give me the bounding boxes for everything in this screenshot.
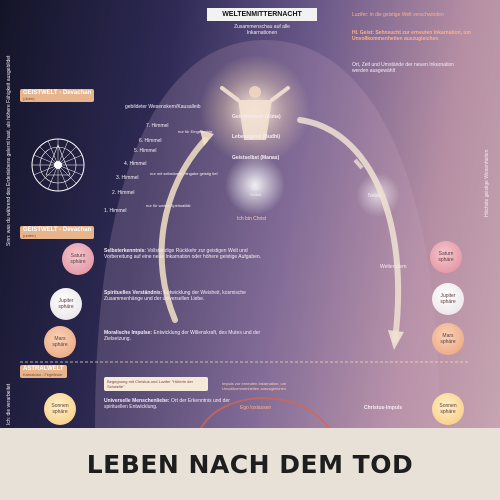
page-title: WELTENMITTERNACHT [222, 11, 302, 18]
text-block-selbsterkenntnis: Selbsterkenntnis: Vollständige Rückkehr … [104, 248, 264, 260]
weltenstern-label: Weltenstern [380, 264, 407, 270]
heaven-3: 3. Himmel [116, 175, 139, 181]
geist-note: Hl. Geist: Sehnsucht zur erneuten Inkarn… [352, 30, 490, 42]
section-sub: (unten) [23, 233, 36, 238]
nebel-label: Nebel [368, 193, 382, 199]
footer-title: LEBEN NACH DEM TOD [86, 449, 414, 479]
background-art [20, 40, 470, 430]
mars-sphere-right: Mars sphäre [432, 323, 464, 355]
ich-bin-christ: Ich bin Christ [237, 216, 267, 222]
christus-impuls-label: Christus-Impuls [364, 405, 403, 411]
zodiac-wheel-icon [31, 138, 85, 192]
geistselbst-label: Geistselbst (Manas) [232, 155, 280, 161]
text-block-body: Entwicklung der Weisheit, kosmische Zusa… [104, 290, 246, 302]
text-block-body: Entwicklung der Willenskraft, des Mutes … [104, 330, 261, 342]
text-block-label: Selbsterkenntnis: [104, 248, 146, 254]
heaven-1: 1. Himmel [104, 208, 127, 214]
text-block-label: Moralische Impulse: [104, 330, 153, 336]
right-vertical-text: Höchste geistige Wesenheiten [484, 149, 490, 217]
geist-note-text: Sehnsucht zur erneuten Inkarnation, um U… [352, 30, 471, 42]
left-arc-arrow [158, 137, 208, 323]
ich-text: ICH [252, 186, 259, 191]
section-sub: Kamaloka - Fegefeuer [23, 372, 63, 377]
section-title: GEISTWELT - Devachan [23, 227, 92, 233]
left-vertical-text: Sinn: was du während des Erdenlebens gel… [6, 55, 12, 246]
heaven-note-2: nur mit selbstloser Hingabe geistig tief [150, 171, 218, 176]
section-astralwelt: ASTRALWELT Kamaloka - Fegefeuer [20, 365, 67, 378]
title-box: WELTENMITTERNACHT [207, 8, 317, 21]
right-arc-arrow [297, 117, 402, 343]
text-block-label: Universelle Menschenliebe: [104, 398, 170, 404]
bottom-arc [199, 397, 331, 430]
section-sub: (oben) [23, 96, 35, 101]
begegnung-box: Begegnung mit Christus und Luzifer "Hüte… [104, 377, 208, 391]
heaven-note-3: nur für wahre Spiritualität [146, 203, 191, 208]
heaven-4: 4. Himmel [124, 161, 147, 167]
saturn-sphere-left: Saturn sphäre [62, 243, 94, 275]
jupiter-sphere-right: Jupiter sphäre [432, 283, 464, 315]
sonnen-sphere-right: Sonnen sphäre [432, 393, 464, 425]
ort-note: Ort, Zeit und Umstände der neuen Inkarna… [352, 62, 455, 74]
left-arc-arrowhead [200, 130, 214, 146]
jupiter-sphere-left: Jupiter sphäre [50, 288, 82, 320]
heaven-2: 2. Himmel [112, 190, 135, 196]
section-geistwelt-oben: GEISTWELT - Devachan (oben) [20, 89, 95, 102]
section-title: GEISTWELT - Devachan [23, 90, 92, 96]
text-block-verstaendnis: Spirituelles Verständnis: Entwicklung de… [104, 290, 264, 302]
saturn-sphere-right: Saturn sphäre [430, 241, 462, 273]
text-block-body: Ort der Erkenntnis und der spirituellen … [104, 398, 230, 410]
section-geistwelt-unten: GEISTWELT - Devachan (unten) [20, 226, 95, 239]
left-vertical-bottom: Ich: die verarbeitet [6, 383, 12, 425]
geistmensch-label: Geistmensch (Atma) [232, 114, 281, 120]
footer-banner: LEBEN NACH DEM TOD [0, 428, 500, 500]
text-block-menschenliebe: Universelle Menschenliebe: Ort der Erken… [104, 398, 254, 410]
page-subtitle: Zusammenschau auf alle Inkarnationen [234, 24, 290, 36]
text-block-body: Vollständige Rückkehr zur geistigen Welt… [104, 248, 262, 260]
ich-sub: Selbst [250, 192, 262, 197]
geist-note-label: Hl. Geist: [352, 30, 374, 36]
kausalleib-label: gebildeter Wesenskern/Kausalleib [125, 104, 201, 110]
impuls-note: Impuls zur erneuten Inkarnation, um Unvo… [222, 381, 287, 391]
mars-sphere-left: Mars sphäre [44, 326, 76, 358]
right-arc-arrowhead [388, 330, 404, 350]
text-block-impulse: Moralische Impulse: Entwicklung der Will… [104, 330, 264, 342]
ego-note: Ego loslassen [240, 405, 272, 411]
ich-label: ICH Selbst [250, 186, 261, 198]
dome-shape [95, 40, 440, 430]
heaven-6: 6. Himmel [139, 138, 162, 144]
heaven-7: 7. Himmel [146, 123, 169, 129]
section-title: ASTRALWELT [23, 366, 64, 372]
text-block-label: Spirituelles Verständnis: [104, 290, 163, 296]
heaven-note-1: nur für Eingeweihte [178, 129, 213, 134]
heaven-5: 5. Himmel [134, 148, 157, 154]
lebensgeist-label: Lebensgeist (Budhi) [232, 134, 281, 140]
sonnen-sphere-left: Sonnen sphäre [44, 393, 76, 425]
ich-glow [225, 155, 285, 215]
lucifer-note: Luzifer: in die geistige Welt verschwind… [352, 12, 444, 18]
christ-figure [220, 86, 290, 140]
